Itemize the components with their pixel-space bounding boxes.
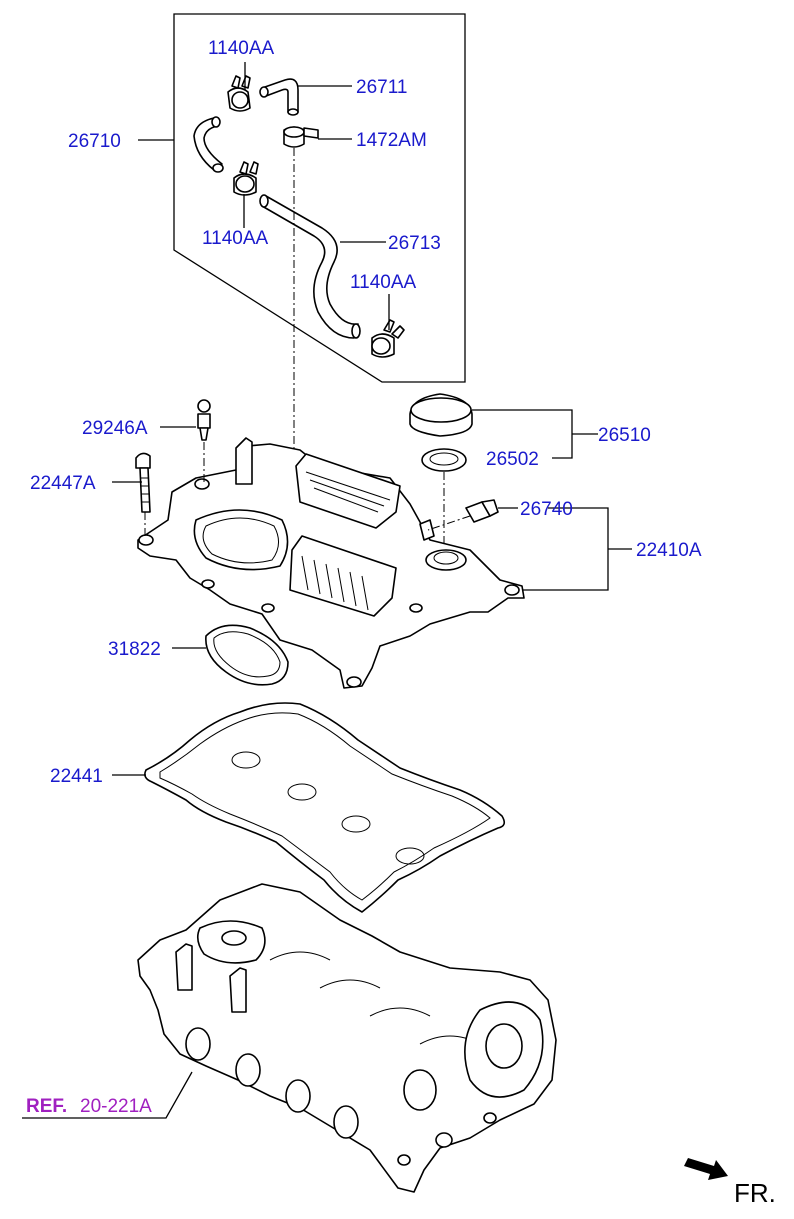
hose-kit-frame xyxy=(173,13,466,383)
hose-26713 xyxy=(261,195,359,339)
label-26710: 26710 xyxy=(68,131,121,152)
label-1140aa-top: 1140AA xyxy=(208,38,275,59)
label-reference-code: 20-221A xyxy=(80,1096,152,1117)
clamp-1472am xyxy=(283,126,319,148)
label-29246a: 29246A xyxy=(82,418,148,439)
oil-cap-26510 xyxy=(409,393,473,437)
label-31822: 31822 xyxy=(108,639,161,660)
label-26740: 26740 xyxy=(520,499,573,520)
label-22447a: 22447A xyxy=(30,473,96,494)
gasket-31822 xyxy=(205,624,289,686)
label-1140aa-mid: 1140AA xyxy=(202,228,269,249)
gasket-31822-inner xyxy=(213,631,281,678)
gasket-22441 xyxy=(144,702,506,913)
label-26713: 26713 xyxy=(388,233,441,254)
label-1472am: 1472AM xyxy=(356,130,427,151)
label-22410a: 22410A xyxy=(636,540,702,561)
cylinder-head-reference xyxy=(137,883,557,1193)
label-1140aa-low: 1140AA xyxy=(350,272,417,293)
label-reference-prefix: REF. xyxy=(26,1096,67,1117)
dash-valve-cover xyxy=(427,515,471,531)
clamp-1140aa-low xyxy=(371,319,405,358)
hose-26711-end xyxy=(259,86,269,98)
gasket-22441-lobe-1 xyxy=(231,751,261,769)
hose-26713-bottom-end xyxy=(351,323,361,339)
gasket-22441-inner xyxy=(159,712,491,901)
clamp-1140aa-top xyxy=(227,75,251,112)
label-26502: 26502 xyxy=(486,449,539,470)
gasket-22441-lobe-2 xyxy=(287,783,317,801)
hose-left-small-end xyxy=(212,163,224,173)
bolt-22447a xyxy=(135,452,151,513)
label-26711: 26711 xyxy=(356,77,407,98)
clamp-1140aa-mid xyxy=(233,161,259,196)
gasket-22441-lobe-4 xyxy=(395,847,425,865)
label-22441: 22441 xyxy=(50,766,103,787)
stud-29246a xyxy=(197,399,211,441)
pcv-valve-26740 xyxy=(465,499,499,523)
hose-left-small-top xyxy=(211,116,221,128)
hose-26713-top-end xyxy=(259,194,269,208)
front-direction-arrow-icon xyxy=(684,1158,728,1180)
hose-26711-end-2 xyxy=(287,108,299,116)
valve-cover-22410a xyxy=(137,437,525,689)
label-26510: 26510 xyxy=(598,425,651,446)
label-front-direction: FR. xyxy=(734,1178,776,1208)
gasket-22441-lobe-3 xyxy=(341,815,371,833)
oil-cap-seal-26502 xyxy=(421,448,467,472)
leader-lines xyxy=(22,62,632,1119)
hose-left-small xyxy=(193,117,223,171)
